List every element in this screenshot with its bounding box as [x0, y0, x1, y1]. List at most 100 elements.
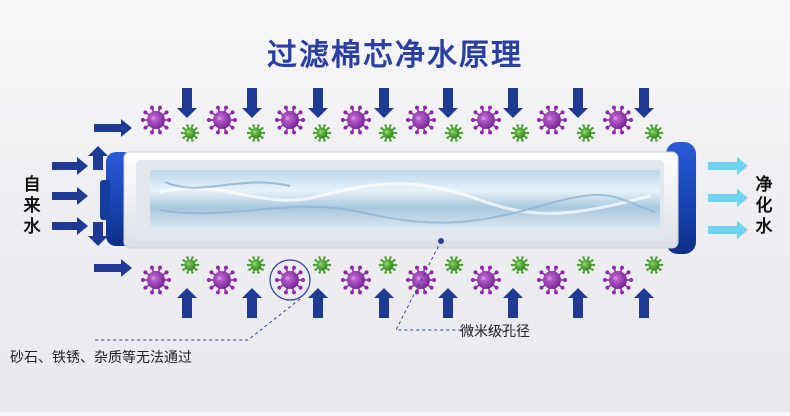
purple-virus-icon	[536, 105, 568, 135]
spike-tip	[459, 268, 462, 271]
purple-virus-icon	[470, 105, 502, 135]
body	[543, 111, 561, 129]
spike-tip	[314, 136, 317, 139]
spot	[253, 262, 256, 266]
spike-tip	[539, 270, 544, 275]
spike-tip	[158, 290, 163, 295]
spot	[451, 130, 454, 134]
spike-tip	[196, 131, 200, 135]
body	[382, 127, 394, 139]
spike-tip	[611, 265, 616, 270]
spike-tip	[459, 136, 462, 139]
spike-tip	[510, 263, 514, 267]
spike-tip	[650, 139, 653, 142]
spike-tip	[578, 268, 581, 271]
spike-tip	[455, 139, 458, 142]
right-arrow-icon	[708, 189, 748, 207]
spike-tip	[277, 125, 282, 130]
spike-tip	[224, 290, 229, 295]
spike-tip	[206, 278, 211, 282]
spike-tip	[525, 127, 528, 130]
spike-tip	[494, 285, 499, 290]
spike-tip	[516, 271, 519, 274]
purple-virus-icon	[602, 265, 634, 295]
spike-tip	[512, 268, 515, 271]
spike-tip	[655, 139, 658, 142]
spot	[285, 116, 290, 121]
spike-tip	[367, 278, 372, 282]
spike-tip	[611, 290, 616, 295]
spike-tip	[563, 278, 568, 282]
spike-tip	[393, 136, 396, 139]
spike-tip	[323, 139, 326, 142]
body	[347, 111, 365, 129]
spike-tip	[318, 139, 321, 142]
spike-tip	[655, 271, 658, 274]
spike-tip	[408, 270, 413, 275]
spike-tip	[149, 130, 154, 135]
spike-tip	[209, 110, 214, 115]
purple-virus-icon	[536, 265, 568, 295]
spike-tip	[444, 263, 448, 267]
spike-tip	[446, 268, 449, 271]
spike-tip	[252, 271, 255, 274]
spike-tip	[248, 127, 251, 130]
spike-tip	[314, 127, 317, 130]
spike-tip	[143, 270, 148, 275]
up-arrow-icon	[88, 146, 108, 170]
spike-tip	[318, 271, 321, 274]
body	[580, 127, 592, 139]
down-arrow-icon	[308, 88, 328, 118]
green-bacteria-icon	[510, 256, 530, 274]
spike-tip	[384, 256, 387, 259]
spike-tip	[582, 139, 585, 142]
spike-tip	[560, 270, 565, 275]
up-arrow-icon	[568, 288, 588, 318]
spike-tip	[620, 265, 625, 270]
green-bacteria-icon	[312, 256, 332, 274]
spike-tip	[526, 131, 530, 135]
highlight-ring	[269, 259, 311, 301]
purple-virus-icon	[340, 265, 372, 295]
spike-tip	[277, 110, 282, 115]
spike-tip	[149, 105, 154, 110]
spike-tip	[358, 105, 363, 110]
spike-tip	[164, 110, 169, 115]
green-bacteria-icon	[180, 256, 200, 274]
spike-tip	[497, 118, 502, 122]
body	[648, 259, 660, 271]
spike-tip	[158, 130, 163, 135]
spike-tip	[186, 271, 189, 274]
spike-tip	[257, 124, 260, 127]
spike-tip	[262, 131, 266, 135]
purple-virus-icon	[206, 105, 238, 135]
body	[347, 271, 365, 289]
spike-tip	[140, 118, 145, 122]
spike-tip	[364, 110, 369, 115]
spike-tip	[298, 125, 303, 130]
spike-tip	[512, 259, 515, 262]
spike-tip	[646, 268, 649, 271]
spike-tip	[261, 127, 264, 130]
spike-tip	[650, 124, 653, 127]
spike-tip	[479, 105, 484, 110]
up-arrow-icon	[242, 288, 262, 318]
spike-tip	[340, 278, 345, 282]
body	[543, 271, 561, 289]
spike-tip	[378, 131, 382, 135]
spike-tip	[343, 110, 348, 115]
spike-tip	[394, 131, 398, 135]
spike-tip	[364, 285, 369, 290]
purple-virus-icon	[602, 105, 634, 135]
callout-line-blocked	[95, 298, 301, 341]
spike-tip	[167, 278, 172, 282]
spot	[217, 276, 222, 281]
spike-tip	[378, 263, 382, 267]
spike-tip	[343, 270, 348, 275]
spike-tip	[429, 110, 434, 115]
spot	[481, 276, 486, 281]
spike-tip	[450, 124, 453, 127]
spike-tip	[429, 285, 434, 290]
spike-tip	[318, 256, 321, 259]
